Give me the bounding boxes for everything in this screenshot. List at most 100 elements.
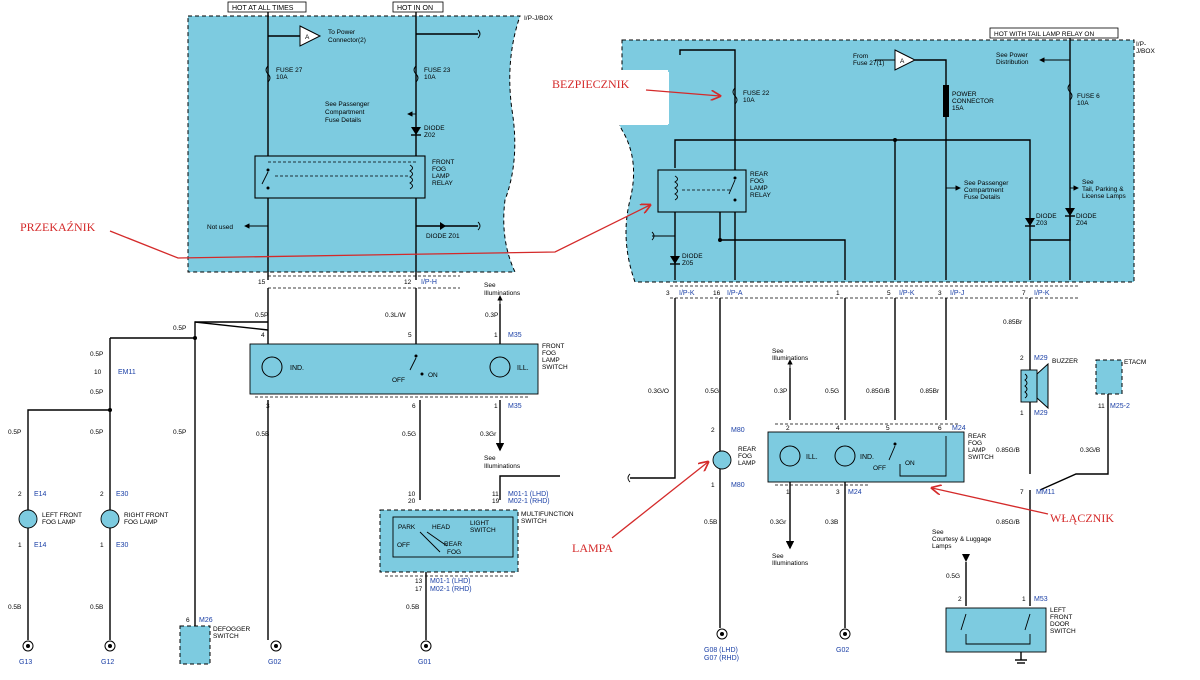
wire-05p-c: 0.5P xyxy=(90,351,103,358)
connector-m53: M53 xyxy=(1034,596,1048,603)
right-fog-1: RIGHT FRONT xyxy=(124,512,168,519)
mm11-pin7: 7 xyxy=(1020,489,1024,496)
mf-pin19: 19 xyxy=(492,498,500,505)
fuse6-rating: 10A xyxy=(1077,100,1089,107)
front-see-illum-1: See xyxy=(484,455,496,462)
e14-pin1: 1 xyxy=(18,542,22,549)
e14-pin2: 2 xyxy=(18,491,22,498)
front-off-label: OFF xyxy=(392,377,405,384)
diode-z04-2: Z04 xyxy=(1076,220,1088,227)
door-name-3: DOOR xyxy=(1050,621,1070,628)
r-wire-05g: 0.5G xyxy=(705,388,719,395)
front-see-illum-2: Illuminations xyxy=(484,463,521,470)
left-box-name: I/P-J/BOX xyxy=(524,15,554,22)
r-see-pass-1: See Passenger xyxy=(964,180,1009,187)
connector-m252: M25-2 xyxy=(1110,403,1130,410)
wire-05p-f: 0.5P xyxy=(8,429,21,436)
e30-pin2: 2 xyxy=(100,491,104,498)
front-relay-4: RELAY xyxy=(432,180,453,187)
diode-z01-label: DIODE Z01 xyxy=(426,233,460,240)
mf-m02b: M02-1 (RHD) xyxy=(430,586,472,593)
mf-fog: FOG xyxy=(447,549,461,556)
defogger-2: SWITCH xyxy=(213,633,239,640)
front-switch-3: LAMP xyxy=(542,357,560,364)
front-m35: M35 xyxy=(508,403,522,410)
right-box-name-2: J/BOX xyxy=(1136,48,1155,55)
power-conn-1: POWER xyxy=(952,91,977,98)
r-see-pass-3: Fuse Details xyxy=(964,194,1001,201)
see-courtesy-2: Courtesy & Luggage xyxy=(932,536,992,543)
see-illum-top-1: See xyxy=(484,282,496,289)
front-switch-2: FOG xyxy=(542,350,556,357)
see-passenger-2: Compartment xyxy=(325,109,365,116)
front-pin3: 3 xyxy=(266,403,270,410)
m53-pin1: 1 xyxy=(1022,596,1026,603)
rear-relay-2: FOG xyxy=(750,178,764,185)
not-used-label: Not used xyxy=(207,224,233,231)
rs-name-3: LAMP xyxy=(968,447,986,454)
connector-e14-b: E14 xyxy=(34,542,47,549)
rear-fog-lamp-switch: 2 4 5 6 M24 ILL. IND. OFF ON REAR FOG LA… xyxy=(767,423,994,654)
fuse27-rating: 10A xyxy=(276,74,288,81)
r-ipk-b: I/P-K xyxy=(899,290,915,297)
wire-05p-g: 0.5P xyxy=(90,429,103,436)
rs-m24b: M24 xyxy=(848,489,862,496)
buzzer-label: BUZZER xyxy=(1052,358,1078,365)
mf-light-2: SWITCH xyxy=(470,527,496,534)
front-ind-label: IND. xyxy=(290,365,304,372)
rs-pin6: 6 xyxy=(938,425,942,432)
multifunction-switch: 10 20 11 19 M01-1 (LHD) M02-1 (RHD) PARK… xyxy=(379,475,574,666)
see-tail-3: License Lamps xyxy=(1082,193,1126,200)
front-fog-lamp-relay xyxy=(254,155,426,199)
rs-pin1: 1 xyxy=(786,489,790,496)
r-wire-05g-b: 0.5G xyxy=(825,388,839,395)
rs-name-1: REAR xyxy=(968,433,986,440)
rear-fog-lamp-relay xyxy=(657,169,747,213)
front-pin1: 1 xyxy=(494,403,498,410)
connector-mm11: MM11 xyxy=(1036,489,1055,496)
mf-rear: REAR xyxy=(444,541,462,548)
connector-e30-a: E30 xyxy=(116,491,129,498)
see-courtesy-1: See xyxy=(932,529,944,536)
front-relay-2: FOG xyxy=(432,166,446,173)
mf-m01-lhd: M01-1 (LHD) xyxy=(508,491,548,498)
annotations: BEZPIECZNIK PRZEKAŹNIK LAMPA WŁĄCZNIK xyxy=(20,77,1114,555)
left-junction-box: HOT AT ALL TIMES HOT IN ON I/P-J/BOX A T… xyxy=(187,1,554,280)
ground-g13: G13 xyxy=(19,659,32,666)
rfl-2: FOG xyxy=(738,453,752,460)
wire-05p-d: 0.5P xyxy=(90,389,103,396)
connector-m29b: M29 xyxy=(1034,410,1048,417)
r-wire-085gb: 0.85G/B xyxy=(866,388,890,395)
see-tail-1: See xyxy=(1082,179,1094,186)
fuse6-name: FUSE 6 xyxy=(1077,93,1100,100)
see-tail-2: Tail, Parking & xyxy=(1082,186,1124,193)
em11-pin: 10 xyxy=(94,369,102,376)
r-pin7: 7 xyxy=(1022,290,1026,297)
m53-pin2: 2 xyxy=(958,596,962,603)
r-wire-03p: 0.3P xyxy=(774,388,787,395)
ground-g07: G07 (RHD) xyxy=(704,655,739,662)
mf-wire-05b: 0.5B xyxy=(406,604,419,611)
door-name-1: LEFT xyxy=(1050,607,1066,614)
rs-wire-03b: 0.3B xyxy=(825,519,838,526)
diode-z03-2: Z03 xyxy=(1036,220,1048,227)
rs-m24: M24 xyxy=(952,425,966,432)
rfl-1: REAR xyxy=(738,446,756,453)
rear-fog-lamp-icon xyxy=(712,450,732,470)
m80-pin2: 2 xyxy=(711,427,715,434)
rs-off: OFF xyxy=(873,465,886,472)
defogger-1: DEFOGGER xyxy=(213,626,251,633)
r-pin5: 5 xyxy=(887,290,891,297)
connector-e30-b: E30 xyxy=(116,542,129,549)
front-wire-03gr: 0.3Gr xyxy=(480,431,497,438)
r-pin3: 3 xyxy=(666,290,670,297)
fuse22-rating: 10A xyxy=(743,97,755,104)
ground-g02a: G02 xyxy=(268,659,281,666)
rs-pin4: 4 xyxy=(836,425,840,432)
rs-pin3: 3 xyxy=(836,489,840,496)
ground-g01: G01 xyxy=(418,659,431,666)
front-relay-1: FRONT xyxy=(432,159,454,166)
diode-z04-1: DIODE xyxy=(1076,213,1097,220)
fuse23-name: FUSE 23 xyxy=(424,67,451,74)
right-box-name-1: I/P- xyxy=(1136,41,1146,48)
